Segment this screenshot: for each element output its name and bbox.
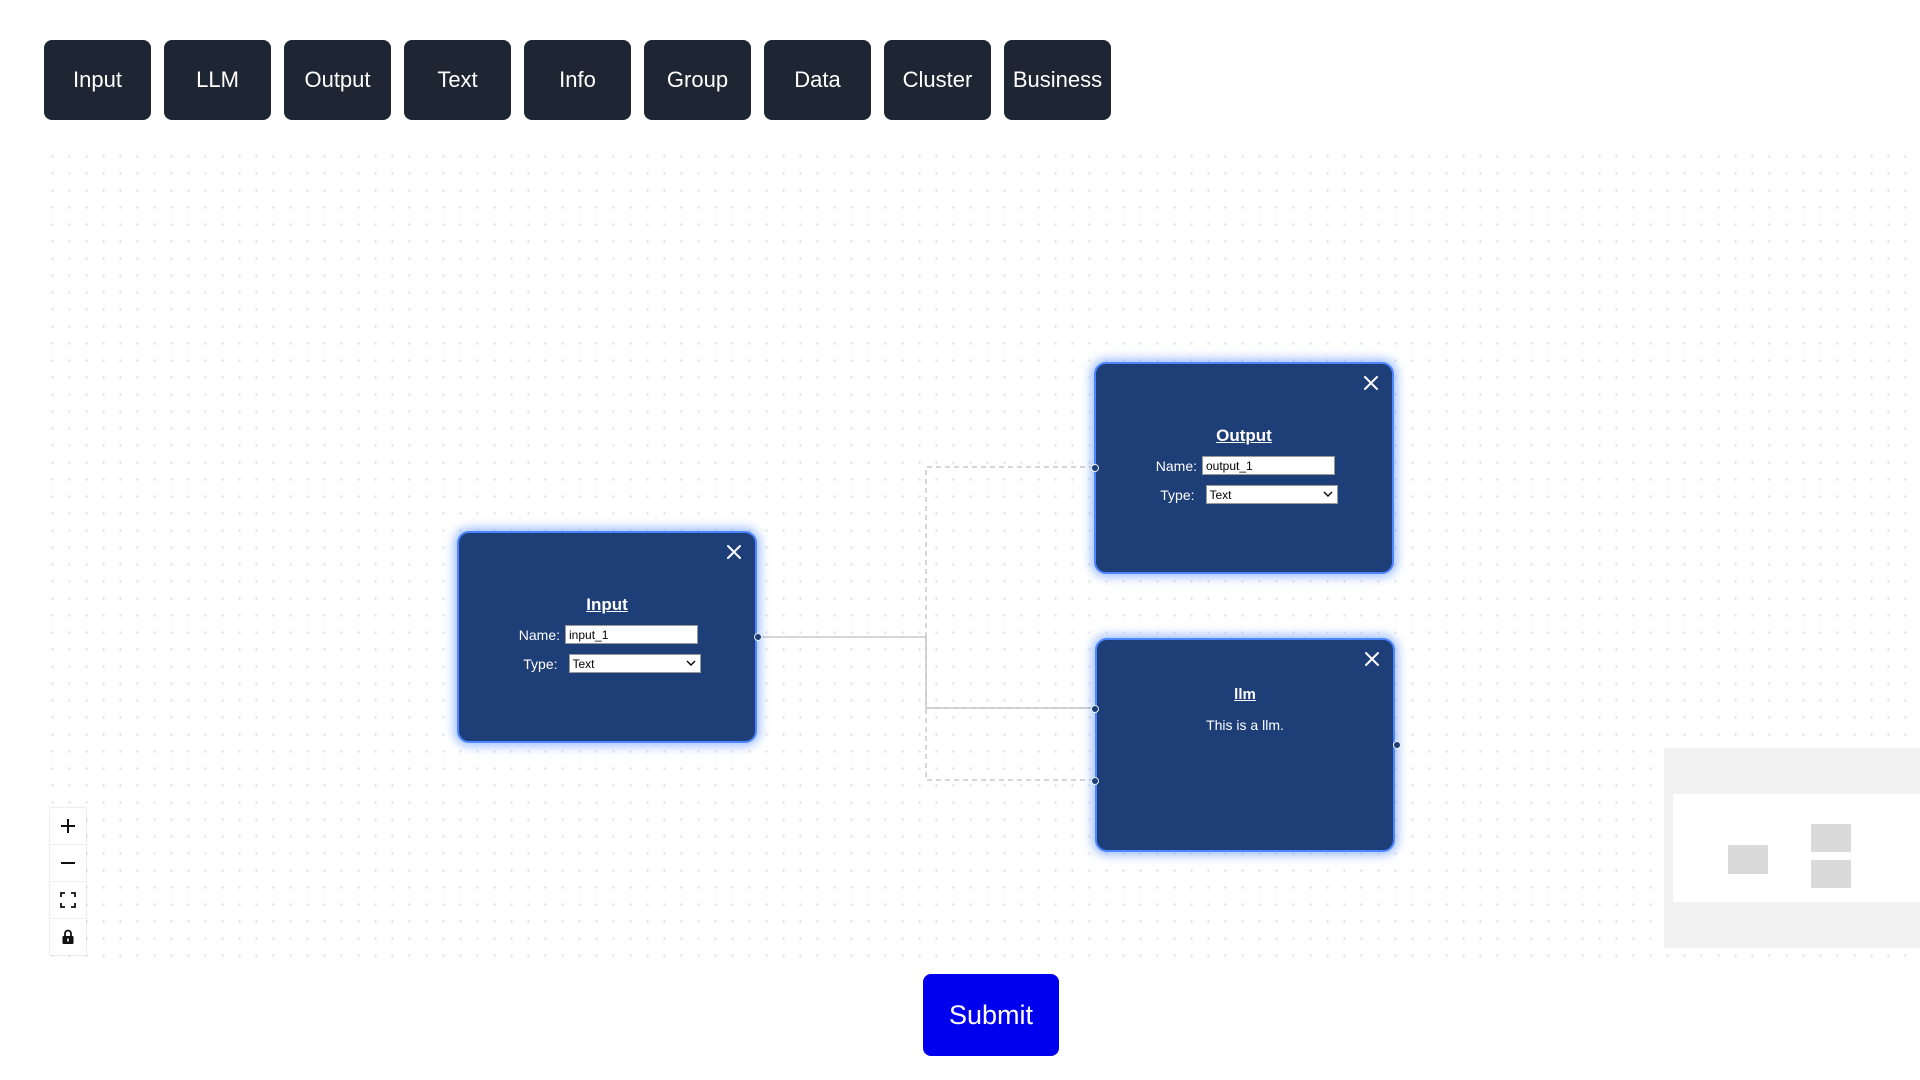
name-label: Name: [518,626,560,643]
toolbar-text-button[interactable]: Text [404,40,511,120]
minimap-viewport [1673,794,1920,902]
llm-node-target-handle-bottom[interactable] [1091,777,1099,785]
lock-button[interactable] [50,919,86,955]
minus-icon [61,862,75,864]
name-label: Name: [1155,457,1197,474]
toolbar-data-button[interactable]: Data [764,40,871,120]
toolbar-cluster-button[interactable]: Cluster [884,40,991,120]
input-node[interactable]: Input Name: Type: Text [457,531,757,743]
type-label: Type: [1160,486,1195,503]
lock-icon [62,929,74,944]
chevron-down-icon [1323,491,1332,497]
node-description: This is a llm. [1206,717,1284,733]
llm-node[interactable]: llm This is a llm. [1095,638,1395,852]
minimap-node-output [1811,824,1851,852]
flow-canvas[interactable] [44,148,1920,968]
chevron-down-icon [686,660,695,666]
fit-view-icon [60,892,76,908]
zoom-controls [50,808,86,955]
toolbar-input-button[interactable]: Input [44,40,151,120]
zoom-in-button[interactable] [50,808,86,845]
minimap-node-input [1728,845,1768,874]
toolbar-llm-button[interactable]: LLM [164,40,271,120]
submit-button[interactable]: Submit [923,974,1059,1056]
fit-view-button[interactable] [50,882,86,919]
node-toolbar: Input LLM Output Text Info Group Data Cl… [44,40,1111,120]
llm-node-target-handle-top[interactable] [1091,705,1099,713]
plus-icon [61,819,75,833]
node-title: Output [1216,426,1272,445]
name-row: Name: [459,625,755,644]
output-node-target-handle[interactable] [1091,464,1099,472]
type-label: Type: [523,655,558,672]
minimap[interactable] [1664,748,1920,948]
output-node[interactable]: Output Name: Type: Text [1094,362,1394,574]
type-select-value: Text [572,656,595,671]
zoom-out-button[interactable] [50,845,86,882]
type-select[interactable]: Text [1205,485,1338,504]
llm-node-source-handle[interactable] [1393,741,1401,749]
type-select-value: Text [1209,487,1232,502]
toolbar-output-button[interactable]: Output [284,40,391,120]
type-row: Type: Text [1096,485,1392,504]
minimap-node-llm [1811,860,1851,888]
input-node-source-handle[interactable] [754,633,762,641]
close-icon[interactable] [723,541,745,563]
name-input[interactable] [1202,456,1335,475]
type-select[interactable]: Text [568,654,701,673]
toolbar-group-button[interactable]: Group [644,40,751,120]
node-title: Input [586,595,628,614]
close-icon[interactable] [1361,648,1383,670]
name-input[interactable] [565,625,698,644]
toolbar-info-button[interactable]: Info [524,40,631,120]
close-icon[interactable] [1360,372,1382,394]
node-title: llm [1234,686,1256,703]
toolbar-business-button[interactable]: Business [1004,40,1111,120]
type-row: Type: Text [459,654,755,673]
name-row: Name: [1096,456,1392,475]
